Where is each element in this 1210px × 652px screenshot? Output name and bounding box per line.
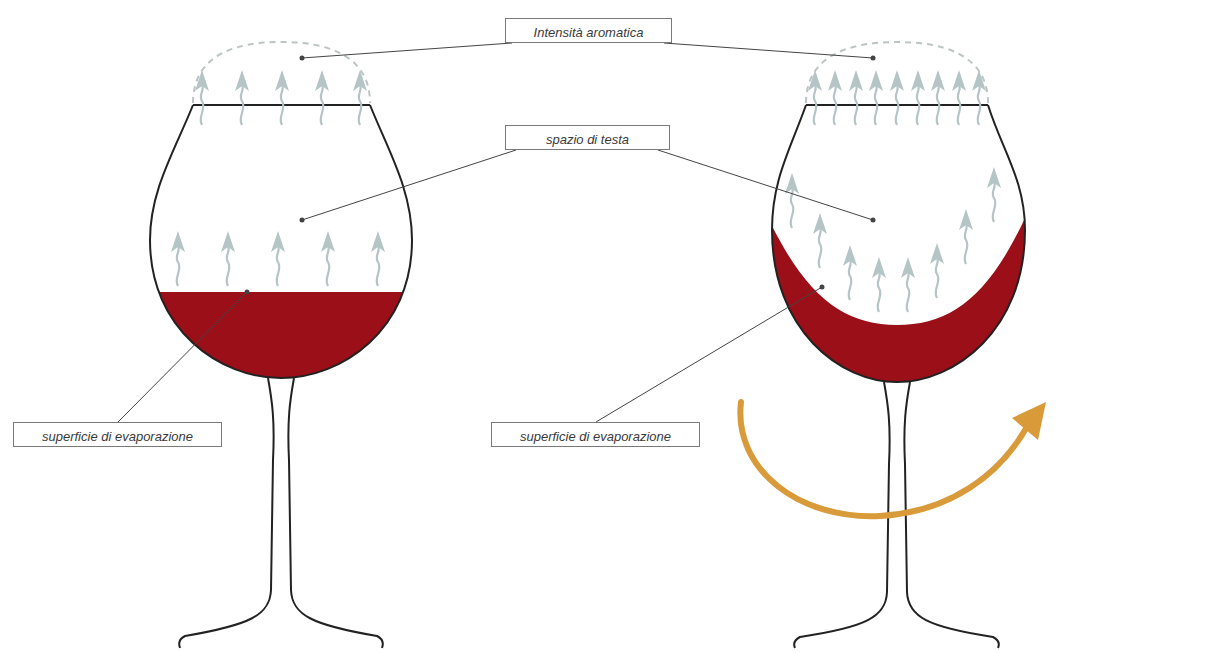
leader-line bbox=[664, 43, 873, 58]
swirl-arrowhead bbox=[1012, 402, 1046, 440]
swirled-glass bbox=[740, 42, 1046, 648]
leader-dot bbox=[245, 290, 250, 295]
leader-dot bbox=[300, 218, 305, 223]
leader-line bbox=[302, 150, 516, 220]
aroma-arrows bbox=[785, 70, 1001, 312]
leader-line bbox=[658, 150, 873, 220]
leader-dot bbox=[871, 56, 876, 61]
leader-line bbox=[118, 292, 247, 422]
label-box: superficie di evaporazione bbox=[13, 422, 222, 447]
label-text: superficie di evaporazione bbox=[520, 429, 671, 444]
aroma-arrows bbox=[171, 70, 385, 286]
glass-bowl bbox=[772, 105, 1025, 382]
leader-dot bbox=[300, 56, 305, 61]
glass-stem bbox=[904, 382, 998, 648]
leader-line bbox=[596, 287, 822, 422]
glass-bowl bbox=[150, 105, 412, 378]
glass-stem bbox=[179, 378, 273, 648]
label-text: superficie di evaporazione bbox=[42, 429, 193, 444]
still-glass bbox=[140, 42, 430, 648]
label-box: Intensità aromatica bbox=[505, 18, 672, 43]
label-text: Intensità aromatica bbox=[534, 25, 644, 40]
label-box: superficie di evaporazione bbox=[491, 422, 700, 447]
leader-line bbox=[302, 43, 512, 58]
leader-dot bbox=[820, 285, 825, 290]
glass-stem bbox=[288, 378, 382, 648]
label-box: spazio di testa bbox=[505, 125, 670, 150]
label-text: spazio di testa bbox=[546, 132, 629, 147]
leader-dot bbox=[871, 218, 876, 223]
leader-lines bbox=[118, 43, 873, 422]
swirl-arrow bbox=[740, 402, 1028, 516]
leader-dots bbox=[245, 56, 876, 295]
glass-rim bbox=[193, 104, 370, 106]
wine bbox=[760, 195, 1035, 400]
